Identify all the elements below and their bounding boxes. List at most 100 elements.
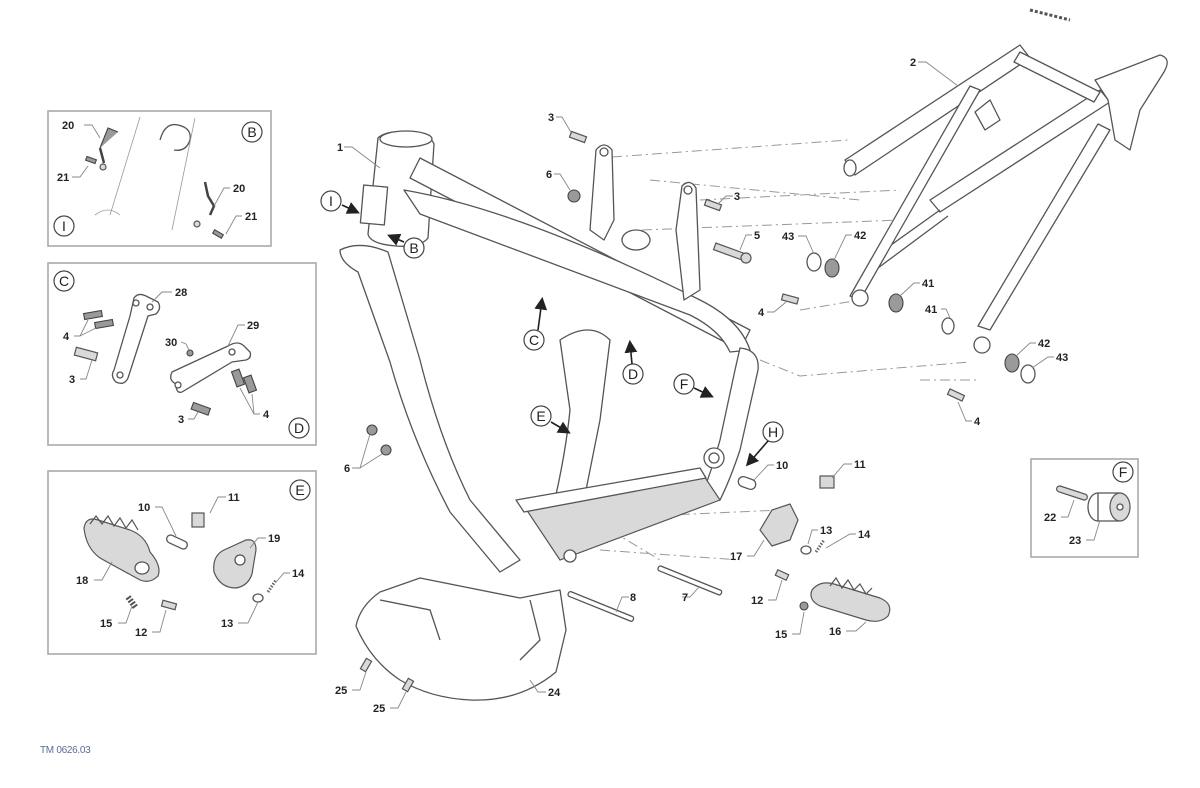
screw-4-icon — [242, 374, 258, 394]
spring-15-icon — [799, 601, 809, 611]
callout-14: 14 — [858, 529, 871, 541]
marker-f: F — [673, 373, 695, 395]
callout-28: 28 — [175, 287, 187, 299]
view-label-f: F — [1112, 461, 1134, 483]
screw-3-icon — [73, 346, 99, 362]
main-callouts: 1 2 3 3 6 5 4 43 42 41 41 42 43 4 6 7 8 … — [335, 57, 1068, 715]
screw-22-icon — [1056, 485, 1088, 501]
callout-10: 10 — [776, 460, 788, 472]
inset-e: 10 11 19 14 18 15 12 13 E — [47, 470, 317, 655]
callout-3: 3 — [69, 374, 75, 386]
callout-6: 6 — [546, 169, 552, 181]
marker-c: C — [523, 329, 545, 351]
screw-3-icon — [568, 130, 588, 144]
screw-4-icon — [780, 293, 800, 305]
svg-text:I: I — [62, 218, 66, 234]
callout-3: 3 — [548, 112, 554, 124]
callout-20: 20 — [233, 183, 245, 195]
callout-10: 10 — [138, 502, 150, 514]
svg-text:C: C — [529, 332, 539, 348]
callout-15: 15 — [775, 629, 787, 641]
callout-3: 3 — [734, 191, 740, 203]
callout-22: 22 — [1044, 512, 1056, 524]
washer-43-icon — [806, 252, 822, 272]
shock-mount-icon — [589, 144, 615, 241]
callout-19: 19 — [268, 533, 280, 545]
screw-25-icon — [401, 677, 415, 693]
screw-11-icon — [819, 475, 835, 489]
screw-3-icon — [703, 198, 723, 212]
callout-43: 43 — [782, 231, 794, 243]
callout-14: 14 — [292, 568, 305, 580]
callout-43: 43 — [1056, 352, 1068, 364]
hardware — [355, 130, 1036, 701]
callout-42: 42 — [854, 230, 866, 242]
callout-21: 21 — [245, 211, 257, 223]
svg-text:H: H — [768, 424, 778, 440]
callout-30: 30 — [165, 337, 177, 349]
svg-text:F: F — [1119, 464, 1128, 480]
washer-43-icon — [1020, 364, 1036, 384]
marker-d: D — [622, 363, 644, 385]
callout-13: 13 — [820, 525, 832, 537]
svg-text:E: E — [295, 482, 304, 498]
screw-4-icon — [93, 318, 115, 330]
inset-c-d: 28 4 3 30 29 3 4 C D — [47, 262, 317, 446]
subframe-2 — [843, 8, 1168, 354]
callout-24: 24 — [548, 687, 561, 699]
washer-13-icon — [252, 593, 264, 603]
callout-5: 5 — [754, 230, 760, 242]
screw-25-icon — [359, 657, 373, 673]
svg-text:D: D — [294, 420, 304, 436]
pin-10-icon — [166, 534, 188, 550]
footrest-bracket-17-icon — [759, 503, 799, 547]
down-tube-icon — [339, 244, 521, 573]
callout-12: 12 — [135, 627, 147, 639]
callout-41: 41 — [925, 304, 937, 316]
callout-11: 11 — [854, 459, 866, 471]
callout-6: 6 — [344, 463, 350, 475]
subframe-lower-tube-icon — [977, 123, 1111, 331]
callout-4: 4 — [63, 331, 70, 343]
callout-41: 41 — [922, 278, 934, 290]
screw-4-icon — [946, 388, 966, 402]
drawing-code: TM 0626.03 — [40, 745, 91, 756]
bushing-42-icon — [824, 258, 840, 278]
svg-text:D: D — [628, 366, 638, 382]
callout-4: 4 — [758, 307, 765, 319]
screw-icon — [211, 229, 225, 239]
view-label-i: I — [53, 215, 75, 237]
screw-12-icon — [774, 568, 790, 582]
bolt-7-icon — [657, 565, 723, 596]
callout-4: 4 — [974, 416, 981, 428]
view-label-b: B — [241, 121, 263, 143]
callout-20: 20 — [62, 120, 74, 132]
callout-42: 42 — [1038, 338, 1050, 350]
inset-b-i-frame — [47, 110, 272, 247]
callout-1: 1 — [337, 142, 343, 154]
pin-10-icon — [737, 475, 757, 491]
callout-13: 13 — [221, 618, 233, 630]
bushing-42-icon — [1004, 353, 1020, 373]
footrest-bracket-19-icon — [213, 539, 257, 589]
bushing-41-icon — [888, 293, 904, 313]
svg-text:C: C — [59, 273, 69, 289]
screw-5-icon — [712, 242, 745, 261]
bushing-41-icon — [941, 317, 955, 335]
main-frame-1 — [339, 130, 980, 573]
svg-text:B: B — [247, 124, 256, 140]
bolt-8-icon — [567, 590, 635, 622]
view-label-d: D — [288, 417, 310, 439]
callout-2: 2 — [910, 57, 916, 69]
nut-30-icon — [186, 349, 194, 357]
screw-icon — [84, 155, 98, 165]
screw-4-icon — [82, 309, 104, 321]
inset-b-i: 20 21 20 21 B I — [47, 110, 272, 247]
view-label-e: E — [289, 479, 311, 501]
nut-6-icon — [380, 444, 392, 456]
callout-8: 8 — [630, 592, 636, 604]
callout-17: 17 — [730, 551, 742, 563]
engine-bracket-28-icon — [111, 293, 161, 384]
screw-3-icon — [190, 401, 212, 416]
callout-3: 3 — [178, 414, 184, 426]
